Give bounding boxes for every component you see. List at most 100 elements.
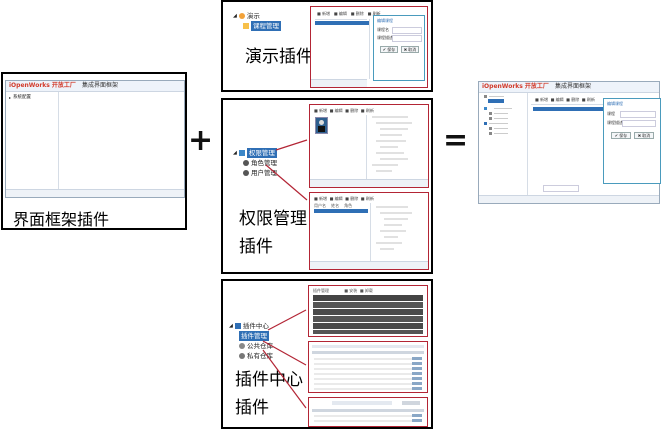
status-bar [310, 261, 428, 269]
perm-plugin-label-1: 权限管理 [239, 209, 307, 229]
divider [366, 115, 367, 181]
cancel-button: ✖ 取消 [634, 132, 654, 139]
edit-dialog: 编辑课程 课程名 课程描述 ✔ 保存 ✖ 取消 [373, 15, 425, 81]
save-button: ✔ 保存 [380, 46, 398, 53]
dialog-title: 编辑课程 [607, 101, 623, 106]
private-repo-icon [239, 353, 245, 359]
status-bar [310, 179, 428, 187]
frame-plugin-window: iOpenWorks 开放工厂集成界面框架 ▸ 系统配置 [5, 80, 185, 198]
perm-plugin-label-2: 插件 [239, 237, 273, 257]
window-subtitle: 集成界面框架 [81, 82, 118, 89]
demo-screenshot: ■ 新增 ■ 编辑 ■ 删除 ■ 刷新 编辑课程 课程名 课程描述 ✔ 保存 ✖… [310, 6, 428, 88]
brand-name: iOpenWorks 开放工厂 [9, 82, 76, 89]
connector-line [275, 139, 308, 151]
connector-line [262, 340, 307, 366]
plus-sign: + [188, 123, 214, 158]
avatar [315, 117, 328, 134]
tree-item-system-config[interactable]: ▸ 系统配置 [9, 93, 31, 103]
tree-item-label: 权限管理 [246, 148, 277, 158]
triangle-icon: ◢ [233, 13, 237, 19]
tree-item-label: 角色管理 [251, 159, 277, 167]
edit-dialog: 编辑课程 课程 课程描述 ✔ 保存 ✖ 取消 [603, 98, 661, 184]
role-screenshot: ■ 新增 ■ 编辑 ■ 删除 ■ 刷新 [309, 104, 429, 188]
dialog-title: 编辑课程 [377, 18, 393, 23]
role-icon [243, 160, 249, 166]
tree-item-private-repo[interactable]: 私有仓库 [229, 351, 273, 361]
tree-item-user-mgmt[interactable]: 用户管理 [233, 168, 277, 178]
plugin-list-screenshot: 插件管理 ■ 安装 ■ 卸载 [308, 285, 428, 337]
dialog-field: 课程描述 [607, 120, 623, 125]
frame-plugin-panel: iOpenWorks 开放工厂集成界面框架 ▸ 系统配置 界面框架插件 [1, 72, 187, 230]
status-bar [479, 195, 659, 203]
table-row [313, 302, 423, 308]
connector-line [267, 309, 307, 331]
triangle-icon: ▸ [9, 95, 12, 100]
demo-tree: ◢ 演示 课程管理 [233, 11, 281, 31]
tree-item-public-repo[interactable]: 公共仓库 [229, 341, 273, 351]
tree-item-label: 私有仓库 [247, 352, 273, 360]
tree-item-plugin-mgmt[interactable]: 插件管理 [229, 331, 273, 341]
dialog-field: 课程 [607, 111, 615, 116]
user-icon [243, 170, 249, 176]
divider [370, 203, 371, 263]
mini-toolbar: ■ 新增 ■ 编辑 ■ 删除 ■ 刷新 [314, 196, 374, 201]
connector-line [265, 164, 308, 201]
tree-item-label: 用户管理 [251, 169, 277, 177]
tree-item-perm[interactable]: ◢ 权限管理 [233, 148, 277, 158]
private-repo-screenshot [308, 397, 428, 427]
table-header: 用户名 姓名 角色 [314, 203, 353, 208]
mini-toolbar: 插件管理 ■ 安装 ■ 卸载 [313, 288, 373, 293]
perm-icon [238, 150, 245, 156]
mini-toolbar: ■ 新增 ■ 编辑 ■ 删除 ■ 刷新 [314, 108, 374, 113]
dialog-input [622, 120, 656, 127]
mini-toolbar: ■ 新增 ■ 编辑 ■ 删除 ■ 刷新 [535, 97, 595, 102]
window-titlebar: iOpenWorks 开放工厂集成界面框架 [479, 82, 659, 93]
table-row [313, 309, 423, 315]
tree-item-demo[interactable]: ◢ 演示 [233, 11, 281, 21]
demo-plugin-panel: ◢ 演示 课程管理 演示插件 ■ 新增 ■ 编辑 ■ 删除 ■ 刷新 编辑课程 … [221, 0, 433, 92]
divider [369, 19, 370, 79]
dialog-input [620, 111, 656, 118]
dialog-field: 课程描述 [377, 35, 393, 40]
role-permission-tree [372, 116, 412, 172]
perm-plugin-panel: ◢ 权限管理 角色管理 用户管理 权限管理 插件 ■ 新增 ■ 编辑 ■ 删除 … [221, 98, 433, 274]
tree-item-role-mgmt[interactable]: 角色管理 [233, 158, 277, 168]
user-permission-tree [376, 206, 412, 250]
status-bar [6, 189, 184, 197]
course-icon [243, 23, 249, 29]
avatar-body [318, 126, 325, 132]
table-row [533, 107, 617, 111]
tree-item-plugin-center[interactable]: ◢ 插件中心 [229, 321, 273, 331]
connector-line [262, 349, 307, 409]
triangle-icon: ◢ [233, 150, 237, 156]
tree-item-course-mgmt[interactable]: 课程管理 [233, 21, 281, 31]
center-plugin-panel: ◢ 插件中心 插件管理 公共仓库 私有仓库 插件中心 插件 插件管理 ■ 安装 … [221, 279, 433, 429]
cancel-button: ✖ 取消 [401, 46, 419, 53]
dialog-input [392, 27, 422, 34]
perm-tree: ◢ 权限管理 角色管理 用户管理 [233, 148, 277, 178]
table-row [313, 295, 423, 301]
table-row [314, 209, 368, 213]
divider [315, 19, 367, 20]
window-subtitle: 集成界面框架 [554, 83, 591, 90]
frame-tree: ▸ 系统配置 [9, 93, 31, 103]
equals-sign: = [443, 123, 469, 158]
tree-item-label: 课程管理 [251, 21, 281, 31]
table-row [315, 21, 369, 25]
user-screenshot: ■ 新增 ■ 编辑 ■ 删除 ■ 刷新 用户名 姓名 角色 [309, 192, 429, 270]
result-nav-tree [484, 95, 512, 135]
tree-item-label: 系统配置 [13, 95, 32, 100]
window-titlebar: iOpenWorks 开放工厂集成界面框架 [6, 81, 184, 92]
tree-item-label: 演示 [246, 12, 260, 20]
tree-panel [479, 93, 528, 195]
public-repo-screenshot [308, 341, 428, 393]
table-row [313, 323, 423, 329]
brand-name: iOpenWorks 开放工厂 [482, 83, 549, 90]
table-row [313, 316, 423, 322]
tree-item-label: 插件管理 [239, 331, 269, 341]
dialog-field: 课程名 [377, 27, 389, 32]
dialog-input [392, 35, 422, 42]
divider [531, 104, 619, 105]
tree-item-label: 公共仓库 [247, 342, 273, 350]
